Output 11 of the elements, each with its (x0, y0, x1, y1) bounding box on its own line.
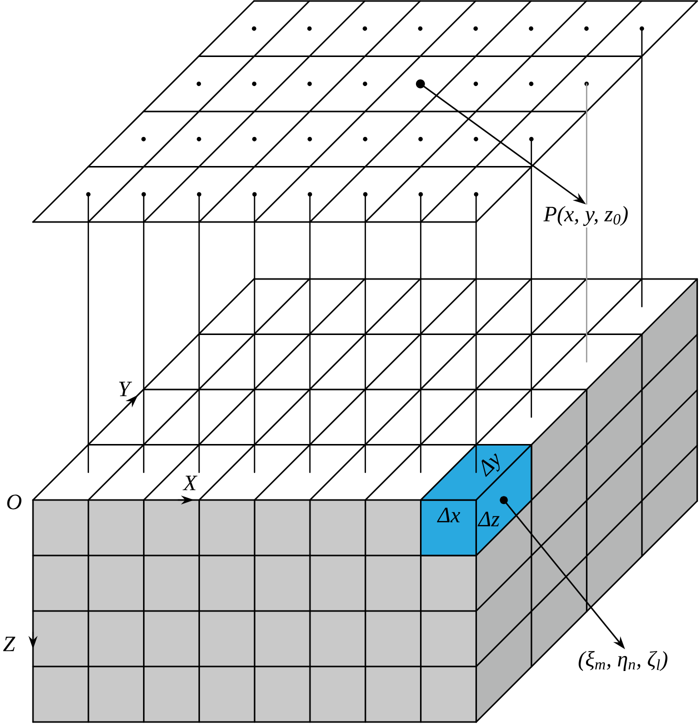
axis-label: Y (119, 382, 132, 396)
coordinate-label: (ξ$_{m}$, η$_{n}$, ζ$_{l}$) (576, 649, 670, 672)
coordinate-label: P(x, y, z$_{0}$) (542, 204, 630, 228)
point-dot (416, 79, 425, 88)
dimension-label: Δy (482, 454, 500, 477)
axis-label: X (182, 476, 198, 490)
point-dot (500, 496, 508, 504)
dimension-label: Δx (436, 508, 460, 522)
dimension-label: Δz (478, 512, 500, 526)
origin-label: O (7, 494, 22, 510)
axis-label: Z (3, 636, 16, 652)
